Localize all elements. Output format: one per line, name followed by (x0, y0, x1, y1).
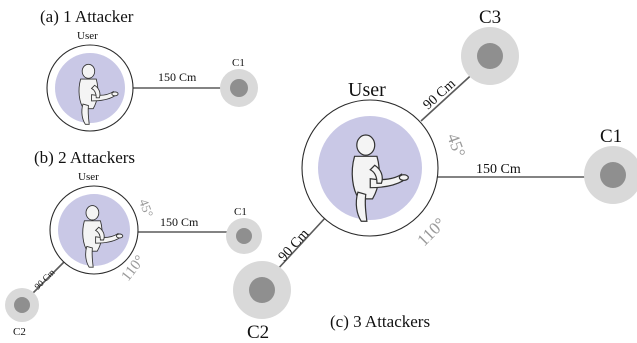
panel-a: (a) 1 Attacker User 150 Cm C1 (40, 7, 258, 132)
panel-b-c1-label: C1 (234, 206, 247, 218)
panel-b-angle-c1: 45° (136, 197, 156, 219)
panel-c-caption: (c) 3 Attackers (330, 312, 430, 331)
panel-c-angle-c2: 110° (413, 214, 449, 250)
panel-b-caption: (b) 2 Attackers (34, 148, 135, 167)
panel-b-dist-c1: 150 Cm (160, 215, 199, 229)
panel-c-user-label: User (348, 79, 386, 101)
panel-c-dist-c1: 150 Cm (476, 162, 521, 177)
panel-a-c1-label: C1 (232, 57, 245, 69)
panel-b-c2-label: C2 (13, 326, 26, 338)
panel-b-dist-c2: 90 Cm (32, 267, 56, 291)
panel-b: (b) 2 Attackers User 45° 110° 150 Cm 90 … (5, 148, 262, 338)
panel-c-c2-label: C2 (247, 322, 269, 343)
panel-a-c1-inner (230, 79, 248, 97)
panel-b-c2-inner (14, 297, 30, 313)
panel-c-angle-c3: 45° (443, 131, 469, 160)
panel-a-caption: (a) 1 Attacker (40, 7, 134, 26)
panel-c-c3-inner (477, 43, 503, 69)
panel-c-c1-inner (600, 162, 626, 188)
panel-c: User 90 Cm 150 Cm 90 Cm 45° 110° C3 C1 C… (233, 7, 637, 343)
panel-a-user-label: User (77, 30, 98, 42)
panel-c-c2-inner (249, 277, 275, 303)
panel-c-c1-label: C1 (600, 126, 622, 147)
panel-c-dist-c3: 90 Cm (421, 77, 459, 113)
panel-c-c3-label: C3 (479, 7, 501, 28)
panel-b-user-label: User (78, 171, 99, 183)
panel-b-c1-inner (236, 228, 252, 244)
panel-a-dist-c1: 150 Cm (158, 70, 197, 84)
panel-c-dist-c2: 90 Cm (276, 227, 312, 265)
